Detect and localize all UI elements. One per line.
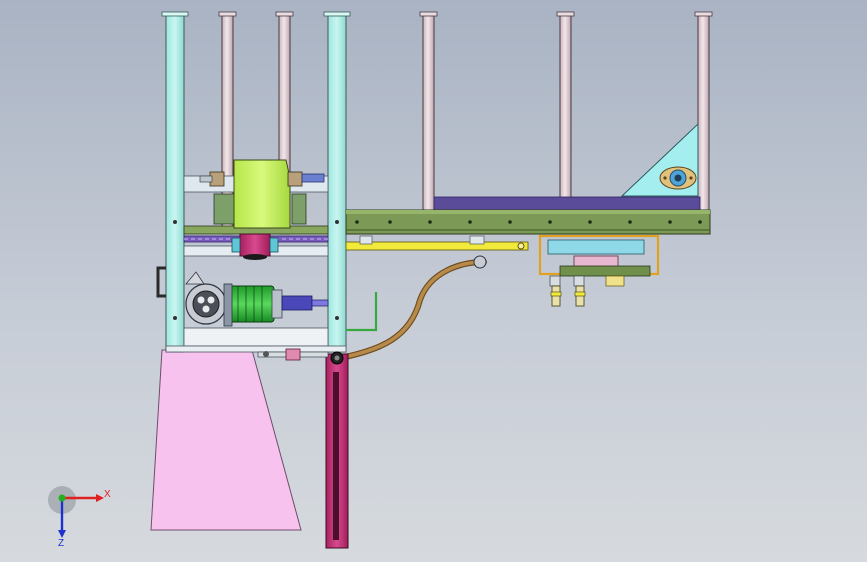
axis-z-label: Z xyxy=(58,538,64,549)
cable-connector[interactable] xyxy=(473,255,487,269)
rail-column-4[interactable] xyxy=(556,11,575,211)
magenta-coupling[interactable] xyxy=(231,233,279,260)
rail-column-3[interactable] xyxy=(419,11,438,211)
side-handle[interactable] xyxy=(156,266,166,298)
lower-crossbar[interactable] xyxy=(183,327,329,347)
cable-hose[interactable] xyxy=(337,259,487,361)
conveyor-guide-plate[interactable] xyxy=(433,196,701,211)
motor-mount-bracket[interactable] xyxy=(223,283,233,327)
axis-triad: X Z xyxy=(48,486,111,549)
yellow-slide-bar[interactable] xyxy=(345,235,529,251)
hook-bracket[interactable] xyxy=(346,292,378,332)
pink-chute[interactable] xyxy=(150,349,302,531)
gripper-pin-right[interactable] xyxy=(574,285,586,307)
electric-motor[interactable] xyxy=(229,285,329,323)
motor-fan-cover[interactable] xyxy=(185,271,227,325)
axis-x-label: X xyxy=(104,489,111,500)
gearbox-housing[interactable] xyxy=(199,159,325,229)
gripper-pin-left[interactable] xyxy=(550,285,562,307)
adjuster-rod[interactable] xyxy=(257,348,329,361)
conveyor-frame-beam[interactable] xyxy=(345,209,711,235)
flange-bearing[interactable] xyxy=(659,166,697,190)
gripper-assembly[interactable] xyxy=(538,234,660,287)
base-crossbar[interactable] xyxy=(165,345,347,353)
magenta-arm[interactable] xyxy=(325,351,349,549)
